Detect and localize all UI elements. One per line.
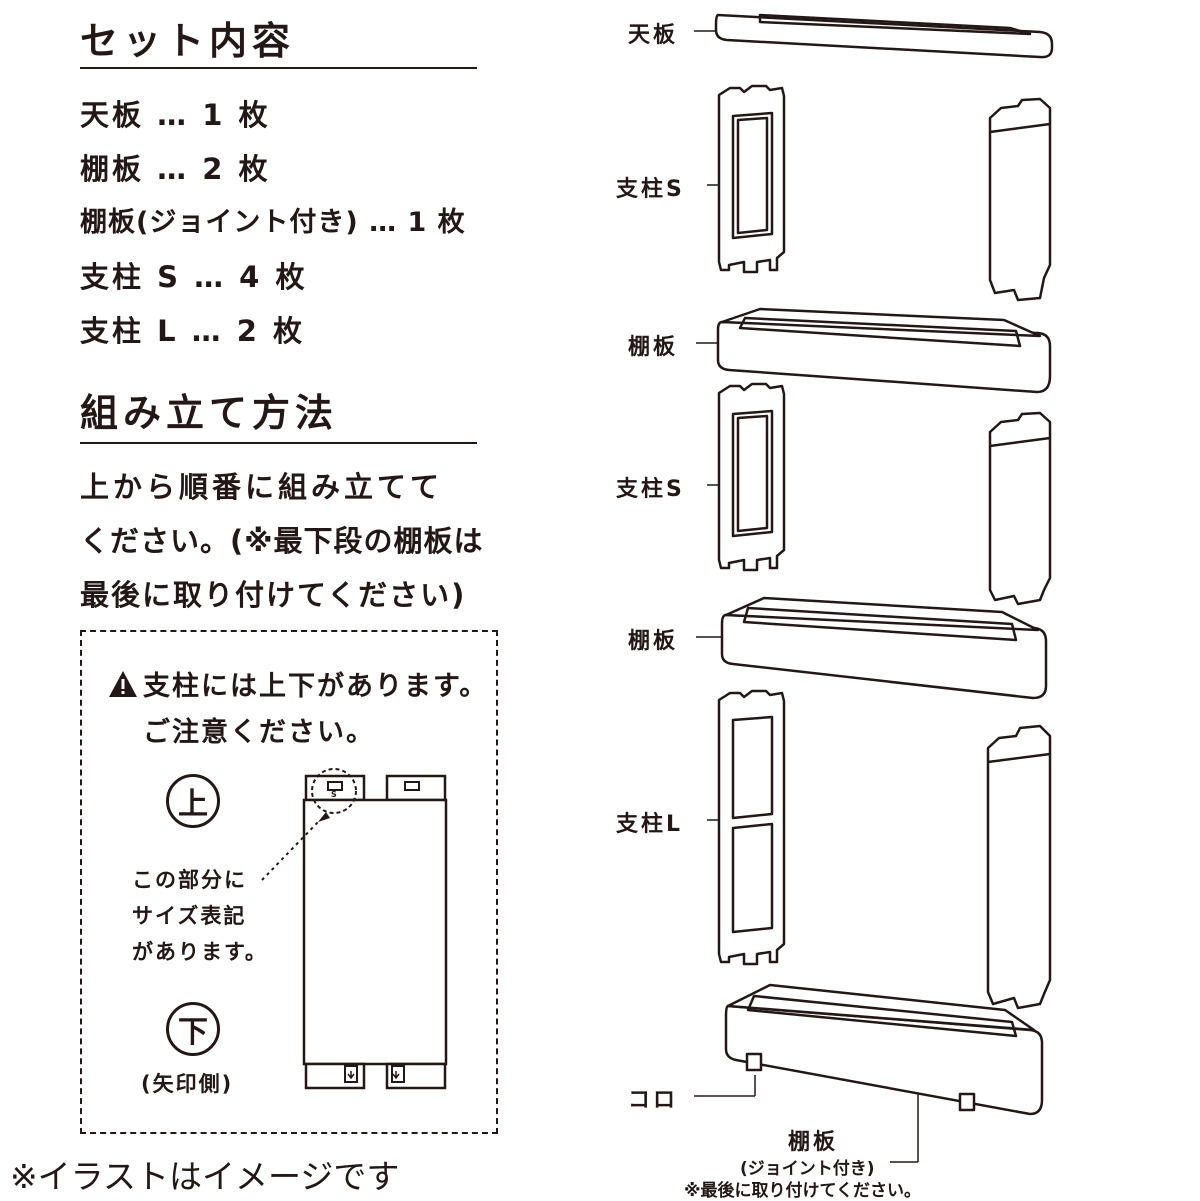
caution-text: 支柱には上下があります。: [143, 671, 489, 702]
size-letter: S: [331, 790, 337, 799]
post-detail-illustration: [261, 768, 448, 1090]
label-bottom-shelf: 棚板: [788, 1130, 839, 1155]
list-item: 支柱 L … 2 枚: [80, 314, 306, 348]
label-shelf: 棚板: [628, 629, 679, 654]
assembly-heading: 組み立て方法: [80, 391, 339, 435]
warning-triangle-icon: [109, 671, 137, 697]
label-post-l: 支柱L: [616, 812, 684, 837]
size-note: この部分に: [132, 868, 247, 892]
heading-divider: [80, 67, 477, 69]
label-caster: コロ: [628, 1088, 679, 1113]
size-note: があります。: [132, 940, 268, 964]
label-post-s: 支柱S: [616, 177, 685, 202]
caution-text: ご注意ください。: [143, 717, 375, 748]
list-item: 棚板(ジョイント付き) … 1 枚: [80, 207, 466, 238]
label-top-board: 天板: [628, 23, 679, 48]
list-item: 天板 … 1 枚: [80, 98, 271, 132]
assembly-text: 最後に取り付けてください): [80, 578, 467, 612]
label-shelf: 棚板: [628, 335, 679, 360]
set-contents-heading: セット内容: [80, 19, 296, 63]
bottom-mark: 下: [166, 1002, 220, 1056]
size-note: サイズ表記: [132, 904, 247, 928]
assembly-text: 上から順番に組み立てて: [80, 470, 444, 504]
list-item: 支柱 S … 4 枚: [80, 260, 308, 294]
arrow-side-note: (矢印側): [141, 1072, 234, 1096]
label-bottom-shelf-note: ※最後に取り付けてください。: [684, 1181, 922, 1201]
caution-box: [80, 630, 498, 1134]
list-item: 棚板 … 2 枚: [80, 152, 271, 186]
top-mark: 上: [166, 774, 220, 828]
label-bottom-shelf-sub: (ジョイント付き): [740, 1159, 875, 1179]
assembly-text: ください。(※最下段の棚板は: [80, 524, 484, 558]
label-post-s: 支柱S: [616, 477, 685, 502]
heading-divider: [80, 442, 477, 444]
illustration-note: ※イラストはイメージです: [10, 1157, 400, 1196]
